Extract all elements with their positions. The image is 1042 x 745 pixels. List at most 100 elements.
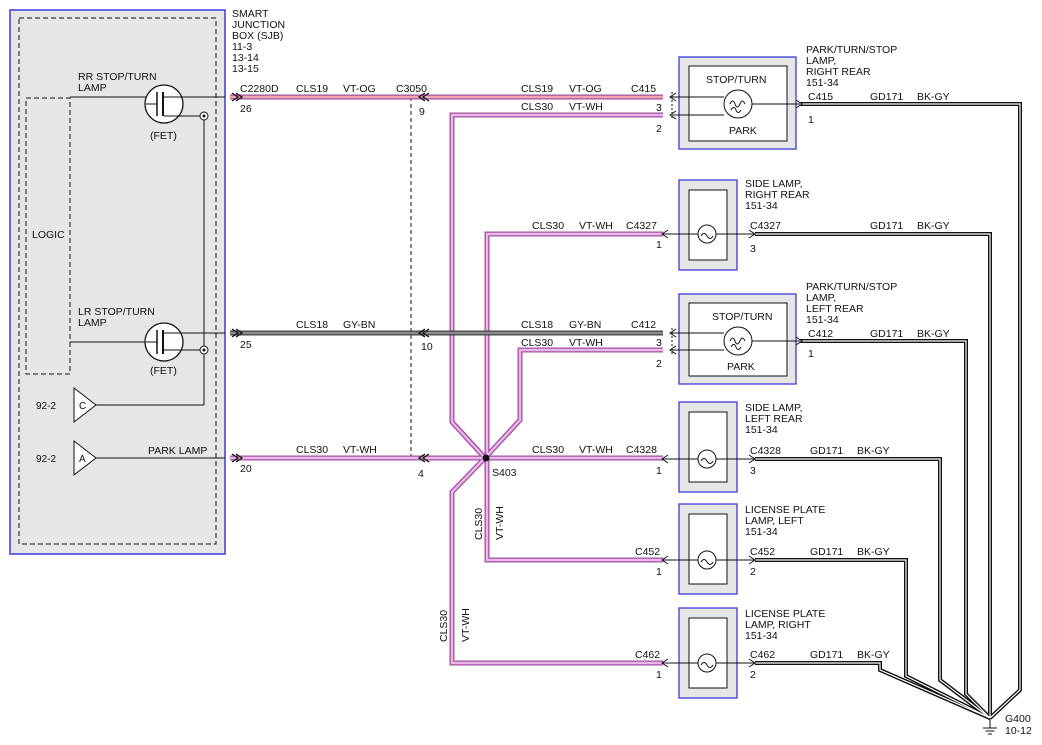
rr-title-2: LAMP,: [806, 55, 836, 67]
c4327-in: C4327: [626, 220, 657, 232]
wire-label-cls30-vert-b: CLS30: [438, 610, 450, 642]
side-rr-pin-1: 1: [656, 239, 662, 251]
smart-junction-box: LOGIC RR STOP/TURN LAMP (FET) LR STOP/TU…: [9, 9, 226, 555]
svg-text:STOP/TURN: STOP/TURN: [712, 311, 772, 323]
lamp-park-turn-stop-right-rear: STOP/TURN PARK: [669, 56, 803, 150]
rr-stop-turn-label-2: LAMP: [78, 82, 107, 94]
rr-title-1: PARK/TURN/STOP: [806, 44, 897, 56]
wire-label-vt-wh-vert-b: VT-WH: [460, 608, 472, 642]
c415-in: C415: [631, 83, 656, 95]
wire-label-cls30-b: CLS30: [532, 220, 564, 232]
pin-26: 26: [240, 103, 252, 115]
lr-pin-3: 3: [656, 337, 662, 349]
wire-label-vt-wh: VT-WH: [343, 444, 377, 456]
gnd-label-bkgy-1: BK-GY: [917, 91, 950, 103]
lic-right-pin-1: 1: [656, 669, 662, 681]
gnd-label-gd171-1: GD171: [870, 91, 903, 103]
side-lr-pin-3: 3: [750, 465, 756, 477]
wire-label-cls30-a: CLS30: [521, 101, 553, 113]
rr-pin-2: 2: [656, 123, 662, 135]
arrow-icons: [231, 92, 430, 463]
fet-transistor-icon: [144, 322, 184, 362]
tri-c-label: C: [79, 401, 86, 412]
lr-stop-turn-label-1: LR STOP/TURN: [78, 306, 155, 318]
bulb-icon: [697, 550, 717, 570]
gnd-label-bkgy-6: BK-GY: [857, 649, 890, 661]
gnd-label-bkgy-5: BK-GY: [857, 546, 890, 558]
lr-title-1: PARK/TURN/STOP: [806, 281, 897, 293]
c452-out: C452: [750, 546, 775, 558]
wire-label-cls30-d: CLS30: [532, 444, 564, 456]
license-plate-lamp-left: [661, 503, 756, 595]
lr-fet-label: (FET): [150, 365, 177, 377]
wire-label-cls30-vert-a: CLS30: [473, 508, 485, 540]
side-rr-title-3: 151-34: [745, 200, 778, 212]
bulb-icon: [697, 653, 717, 673]
sjb-title: SMART JUNCTION BOX (SJB) 11-3 13-14 13-1…: [232, 8, 285, 75]
lr-pin-2: 2: [656, 358, 662, 370]
svg-text:PARK: PARK: [729, 125, 757, 137]
lr-title-4: 151-34: [806, 314, 839, 326]
connector-c-icon: [73, 386, 97, 424]
wire-label-cls19-r: CLS19: [521, 83, 553, 95]
svg-text:11-3: 11-3: [232, 41, 252, 53]
svg-text:13-15: 13-15: [232, 63, 259, 75]
rr-stop-turn-label-1: RR STOP/TURN: [78, 71, 157, 83]
c4327-out: C4327: [750, 220, 781, 232]
rr-pin-1: 1: [808, 114, 814, 126]
pin-10: 10: [421, 341, 433, 353]
bulb-icon: [697, 449, 717, 469]
connector-a-icon: [73, 439, 97, 477]
wire-label-gy-bn-r: GY-BN: [569, 319, 601, 331]
c462-in: C462: [635, 649, 660, 661]
ref-92-2-c: 92-2: [36, 401, 56, 412]
lic-right-title-3: 151-34: [745, 630, 778, 642]
c462-out: C462: [750, 649, 775, 661]
splice-label: S403: [492, 467, 517, 479]
svg-text:JUNCTION: JUNCTION: [232, 19, 285, 31]
side-lr-pin-1: 1: [656, 465, 662, 477]
fet-transistor-icon: [144, 84, 184, 124]
rr-title-4: 151-34: [806, 77, 839, 89]
side-lr-title-3: 151-34: [745, 424, 778, 436]
bulb-icon: [697, 224, 717, 244]
park-lamp-label: PARK LAMP: [148, 445, 207, 457]
c412-in: C412: [631, 319, 656, 331]
wire-label-cls30: CLS30: [296, 444, 328, 456]
c4328-out: C4328: [750, 445, 781, 457]
c3050-label: C3050: [396, 83, 427, 95]
gnd-label-gd171-4: GD171: [810, 445, 843, 457]
lamp-park-turn-stop-left-rear: STOP/TURN PARK: [669, 293, 803, 385]
side-lamp-left-rear: [661, 401, 756, 493]
ground-name: G400: [1005, 713, 1031, 725]
gnd-label-gd171-3: GD171: [870, 328, 903, 340]
ref-92-2-a: 92-2: [36, 454, 56, 465]
rr-title-3: RIGHT REAR: [806, 66, 871, 78]
svg-text:SMART: SMART: [232, 8, 269, 20]
pin-4: 4: [418, 468, 424, 480]
cls30-wires: [230, 112, 663, 666]
ground-ref: 10-12: [1005, 725, 1032, 737]
pin-20: 20: [240, 463, 252, 475]
lic-left-title-1: LICENSE PLATE: [745, 504, 825, 516]
wire-label-vt-og-r: VT-OG: [569, 83, 602, 95]
lic-right-title-2: LAMP, RIGHT: [745, 619, 811, 631]
svg-text:BOX (SJB): BOX (SJB): [232, 30, 283, 42]
lic-right-pin-2: 2: [750, 669, 756, 681]
c2280d-label: C2280D: [240, 83, 279, 95]
side-lr-title-2: LEFT REAR: [745, 413, 803, 425]
side-rr-title-1: SIDE LAMP,: [745, 178, 803, 190]
lic-right-title-1: LICENSE PLATE: [745, 608, 825, 620]
license-plate-lamp-right: [661, 607, 756, 699]
c4328-in: C4328: [626, 444, 657, 456]
gnd-label-bkgy-4: BK-GY: [857, 445, 890, 457]
wire-label-vt-wh-d: VT-WH: [579, 444, 613, 456]
pin-9: 9: [419, 106, 425, 118]
lr-stop-turn-label-2: LAMP: [78, 317, 107, 329]
lic-left-title-2: LAMP, LEFT: [745, 515, 804, 527]
gnd-label-bkgy-2: BK-GY: [917, 220, 950, 232]
gnd-label-gd171-2: GD171: [870, 220, 903, 232]
svg-text:STOP/TURN: STOP/TURN: [706, 74, 766, 86]
wire-label-vt-wh-a: VT-WH: [569, 101, 603, 113]
